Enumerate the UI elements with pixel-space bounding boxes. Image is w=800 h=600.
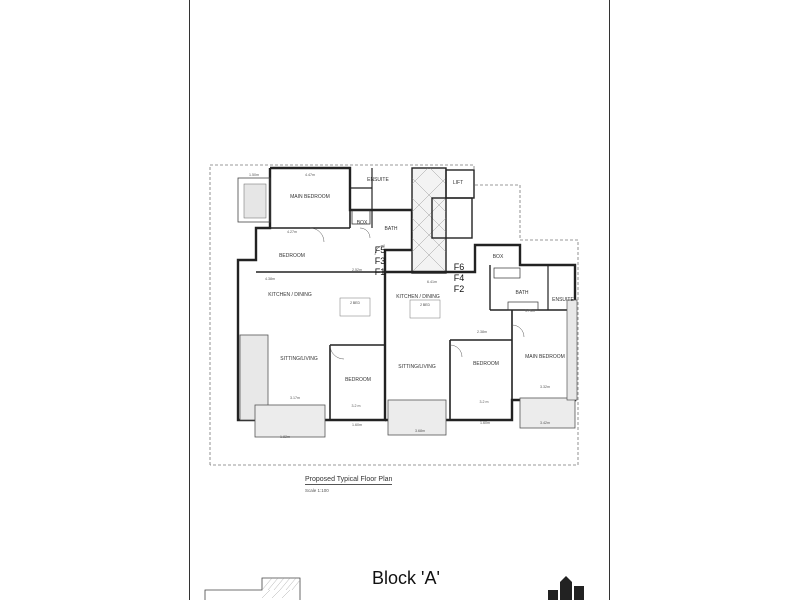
room-label: BOX — [357, 220, 368, 226]
floor-label: F5 — [375, 245, 386, 255]
room-label: MAIN BEDROOM — [290, 194, 330, 200]
dimension: 4.27m — [287, 230, 297, 234]
dimension: 1.60m — [352, 423, 362, 427]
drawing-sheet — [189, 0, 610, 600]
balcony — [237, 177, 271, 223]
balcony — [519, 397, 576, 429]
floor-label: F4 — [454, 273, 465, 283]
floor-label: F1 — [375, 267, 386, 277]
room-label: BEDROOM — [279, 253, 305, 259]
dimension: 1.50m — [249, 173, 259, 177]
lift-shaft — [445, 169, 475, 199]
floor-label: F3 — [375, 256, 386, 266]
dimension: 3.2 m — [352, 404, 361, 408]
room-label: BEDROOM — [473, 361, 499, 367]
cover-drawing-left — [204, 577, 301, 600]
balcony — [387, 399, 447, 436]
dimension: 4.38m — [265, 277, 275, 281]
balcony-tiles — [243, 183, 267, 219]
floor-label: F2 — [454, 284, 465, 294]
unit-label: 2 BED — [350, 301, 360, 305]
dimension: 4.47m — [305, 173, 315, 177]
dimension: 1.60m — [480, 421, 490, 425]
balcony — [254, 404, 326, 438]
room-label: BATH — [385, 226, 398, 232]
site-boundary — [209, 164, 579, 466]
unit-label: 2 BED — [420, 303, 430, 307]
box-room-left — [351, 209, 371, 225]
unit-area-box — [339, 297, 371, 317]
dimension: 1.82m — [280, 435, 290, 439]
dimension: 6.41m — [427, 280, 437, 284]
room-label: BATH — [516, 290, 529, 296]
plan-scale: Scale 1:100 — [305, 488, 329, 493]
dimension: 2.38m — [477, 330, 487, 334]
dimension: 3.2 m — [480, 400, 489, 404]
vanity-right — [507, 301, 539, 311]
room-label: BEDROOM — [345, 377, 371, 383]
dimension: 2.52m — [352, 268, 362, 272]
room-label: LIFT — [453, 180, 463, 186]
floor-label: F6 — [454, 262, 465, 272]
room-label: KITCHEN / DINING — [396, 294, 440, 300]
balcony — [566, 299, 578, 401]
bathtub-right — [493, 267, 521, 279]
room-label: ENSUITE — [367, 177, 389, 183]
unit-area-box — [409, 299, 441, 319]
cover-drawing-right — [548, 576, 584, 600]
caption-text: Proposed Typical Floor Plan — [305, 476, 393, 485]
dimension: 1.75m — [525, 309, 535, 313]
dimension: 3.68m — [415, 429, 425, 433]
room-label: KITCHEN / DINING — [268, 292, 312, 298]
room-label: BOX — [493, 254, 504, 260]
stair-core — [411, 167, 447, 274]
room-label: MAIN BEDROOM — [525, 354, 565, 360]
room-label: ENSUITE — [552, 297, 574, 303]
block-title: Block 'A' — [372, 568, 440, 588]
dimension: 3.17m — [290, 396, 300, 400]
plan-caption: Proposed Typical Floor Plan — [305, 476, 393, 485]
room-label: SITTING/LIVING — [398, 364, 436, 370]
dimension: 3.42m — [540, 421, 550, 425]
room-label: SITTING/LIVING — [280, 356, 318, 362]
dimension: 3.32m — [540, 385, 550, 389]
